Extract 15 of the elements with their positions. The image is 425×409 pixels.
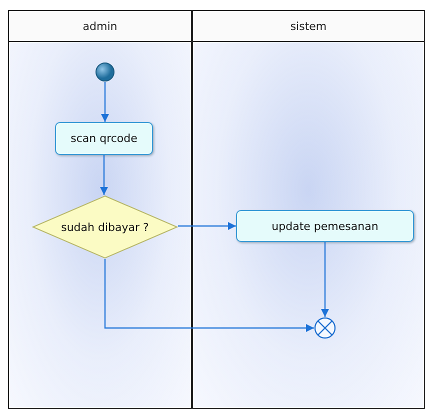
decision-diamond xyxy=(32,195,178,259)
arrow xyxy=(321,242,329,317)
lane-header: admin xyxy=(9,11,191,42)
swimlane xyxy=(8,10,192,409)
arrow xyxy=(178,222,236,230)
arrow xyxy=(104,259,314,332)
final-node xyxy=(314,317,336,339)
decision-label: sudah dibayar ? xyxy=(61,220,149,234)
action-box: scan qrcode xyxy=(55,122,153,155)
lane-header: sistem xyxy=(193,11,424,42)
arrow xyxy=(101,82,109,122)
start-node xyxy=(95,62,115,82)
arrow xyxy=(100,155,108,195)
action-box: update pemesanan xyxy=(236,210,414,242)
swimlane xyxy=(192,10,425,409)
